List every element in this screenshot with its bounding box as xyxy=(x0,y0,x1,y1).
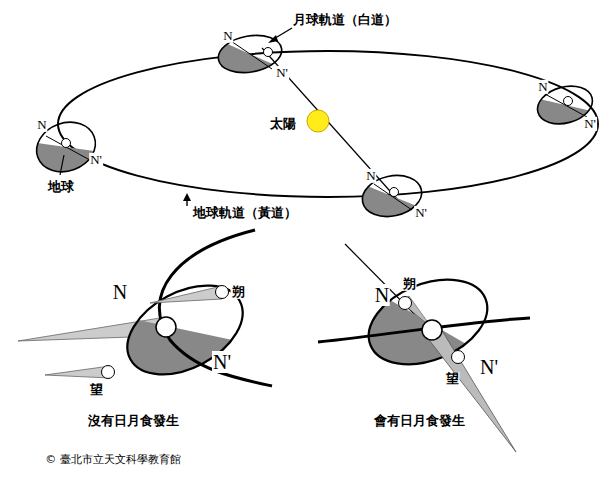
node-letter: N xyxy=(36,118,47,132)
orbit-label: 月球軌道（白道） xyxy=(292,13,398,27)
node-letter: N xyxy=(365,169,376,183)
node-letter: N' xyxy=(89,153,103,167)
node-letter: N xyxy=(112,281,128,303)
node-letter: N' xyxy=(414,206,428,220)
full-moon-label: 望 xyxy=(89,383,104,397)
sun-label: 太陽 xyxy=(269,117,297,131)
new-moon-label: 朔 xyxy=(402,277,417,291)
node-letter: N' xyxy=(275,66,289,80)
node-letter: N' xyxy=(212,351,232,373)
node-letter: N' xyxy=(583,117,597,131)
orbit-label: 地球軌道（黃道） xyxy=(192,206,298,220)
node-letter: N' xyxy=(479,356,499,378)
copyright-note: © 臺北市立天文科學教育館 xyxy=(44,454,182,466)
panel-caption: 沒有日月食發生 xyxy=(87,414,180,428)
node-letter: N xyxy=(222,29,233,43)
panel-caption: 會有日月食發生 xyxy=(373,414,466,428)
node-letter: N xyxy=(537,80,548,94)
new-moon-label: 朔 xyxy=(231,285,246,299)
full-moon-label: 望 xyxy=(445,372,460,386)
node-letter: N xyxy=(374,284,390,306)
earth-label: 地球 xyxy=(47,180,75,194)
